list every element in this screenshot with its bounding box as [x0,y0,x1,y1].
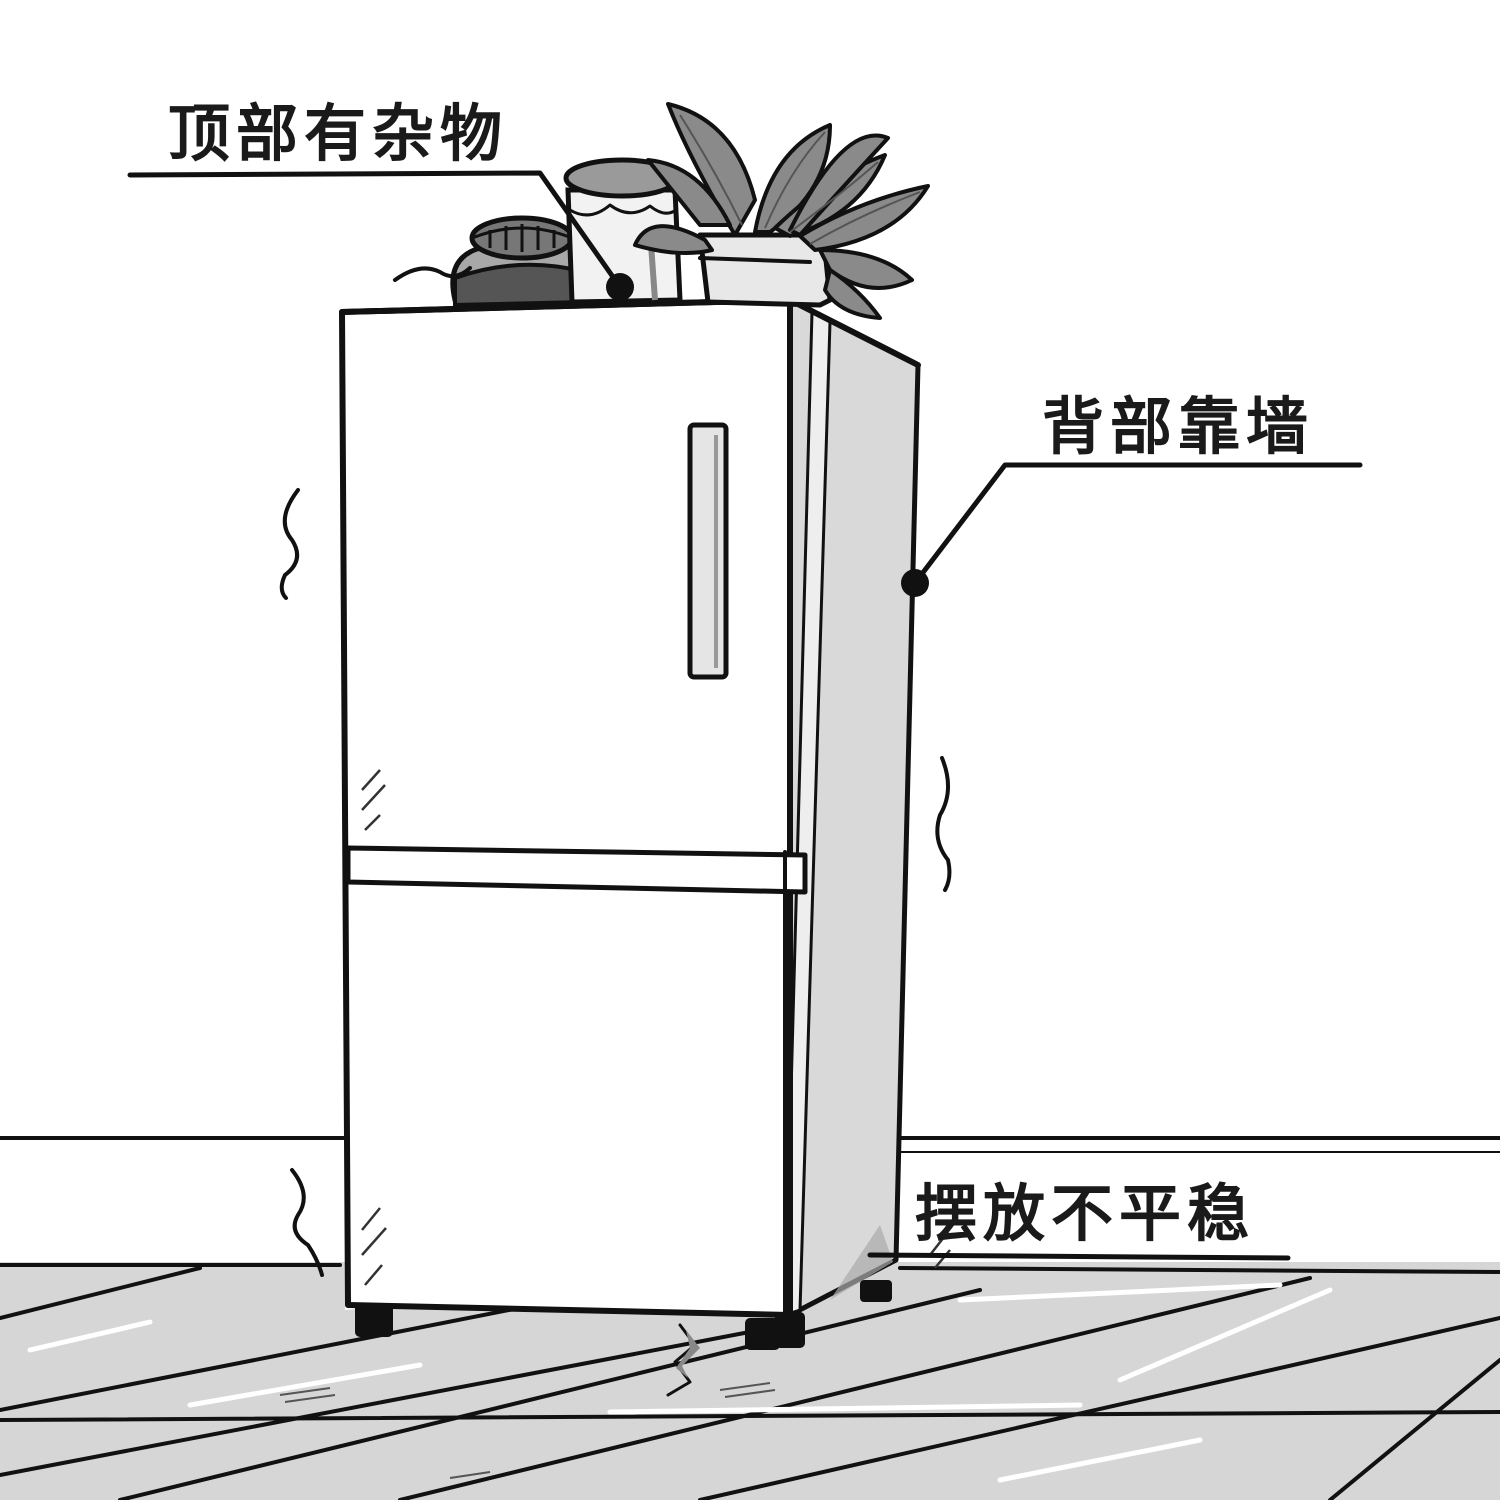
callout-top-dot [606,273,634,301]
top-clutter [393,102,930,320]
fridge [339,297,951,1318]
callout-back: 背部靠墙 [901,390,1363,597]
callout-back-label: 背部靠墙 [1042,390,1314,463]
fridge-handle [687,422,729,680]
wall-baseboard [0,1136,1500,1153]
callout-back-dot [901,569,929,597]
callout-top: 顶部有杂物 [127,97,634,301]
fridge-feet [355,1280,892,1350]
callout-bottom-label: 摆放不平稳 [915,1177,1255,1250]
wobble-marks [279,488,952,1277]
callout-top-label: 顶部有杂物 [168,97,508,170]
callout-bottom: 摆放不平稳 [867,1177,1291,1261]
